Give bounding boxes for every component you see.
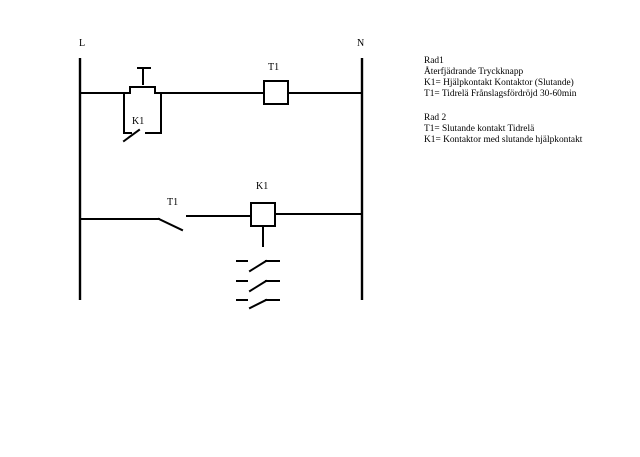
legend-rung2-heading: Rad 2 [424,113,447,123]
legend-rung1-line: T1= Tidrelä Frånslagsfördröjd 30-60min [424,89,577,99]
rail-label-n: N [357,38,364,49]
k1-holding-contact-label: K1 [132,116,144,127]
t1-contact-label: T1 [167,197,178,208]
legend-rung2: Rad 2 T1= Slutande kontakt Tidrelä K1= K… [424,113,582,146]
coil-k1 [250,202,276,227]
legend-rung1-line: K1= Hjälpkontakt Kontaktor (Slutande) [424,78,574,88]
legend-rung2-line: K1= Kontaktor med slutande hjälpkontakt [424,135,583,145]
coil-k1-label: K1 [256,181,268,192]
coil-t1 [263,80,289,105]
k1-main-contacts [236,259,280,310]
legend-rung2-line: T1= Slutande kontakt Tidrelä [424,124,535,134]
legend-rung1: Rad1 Återfjädrande Tryckknapp K1= Hjälpk… [424,56,576,100]
rung-1: K1 T1 [79,62,363,143]
rail-label-l: L [79,38,85,49]
legend-rung1-line: Återfjädrande Tryckknapp [424,67,524,77]
coil-t1-label: T1 [268,62,279,73]
t1-contact-blade [157,217,184,232]
k1-holding-contact-symbol [122,128,162,143]
pushbutton-symbol [123,67,162,94]
rung-2: T1 K1 [79,181,363,310]
legend-rung1-heading: Rad1 [424,56,444,66]
